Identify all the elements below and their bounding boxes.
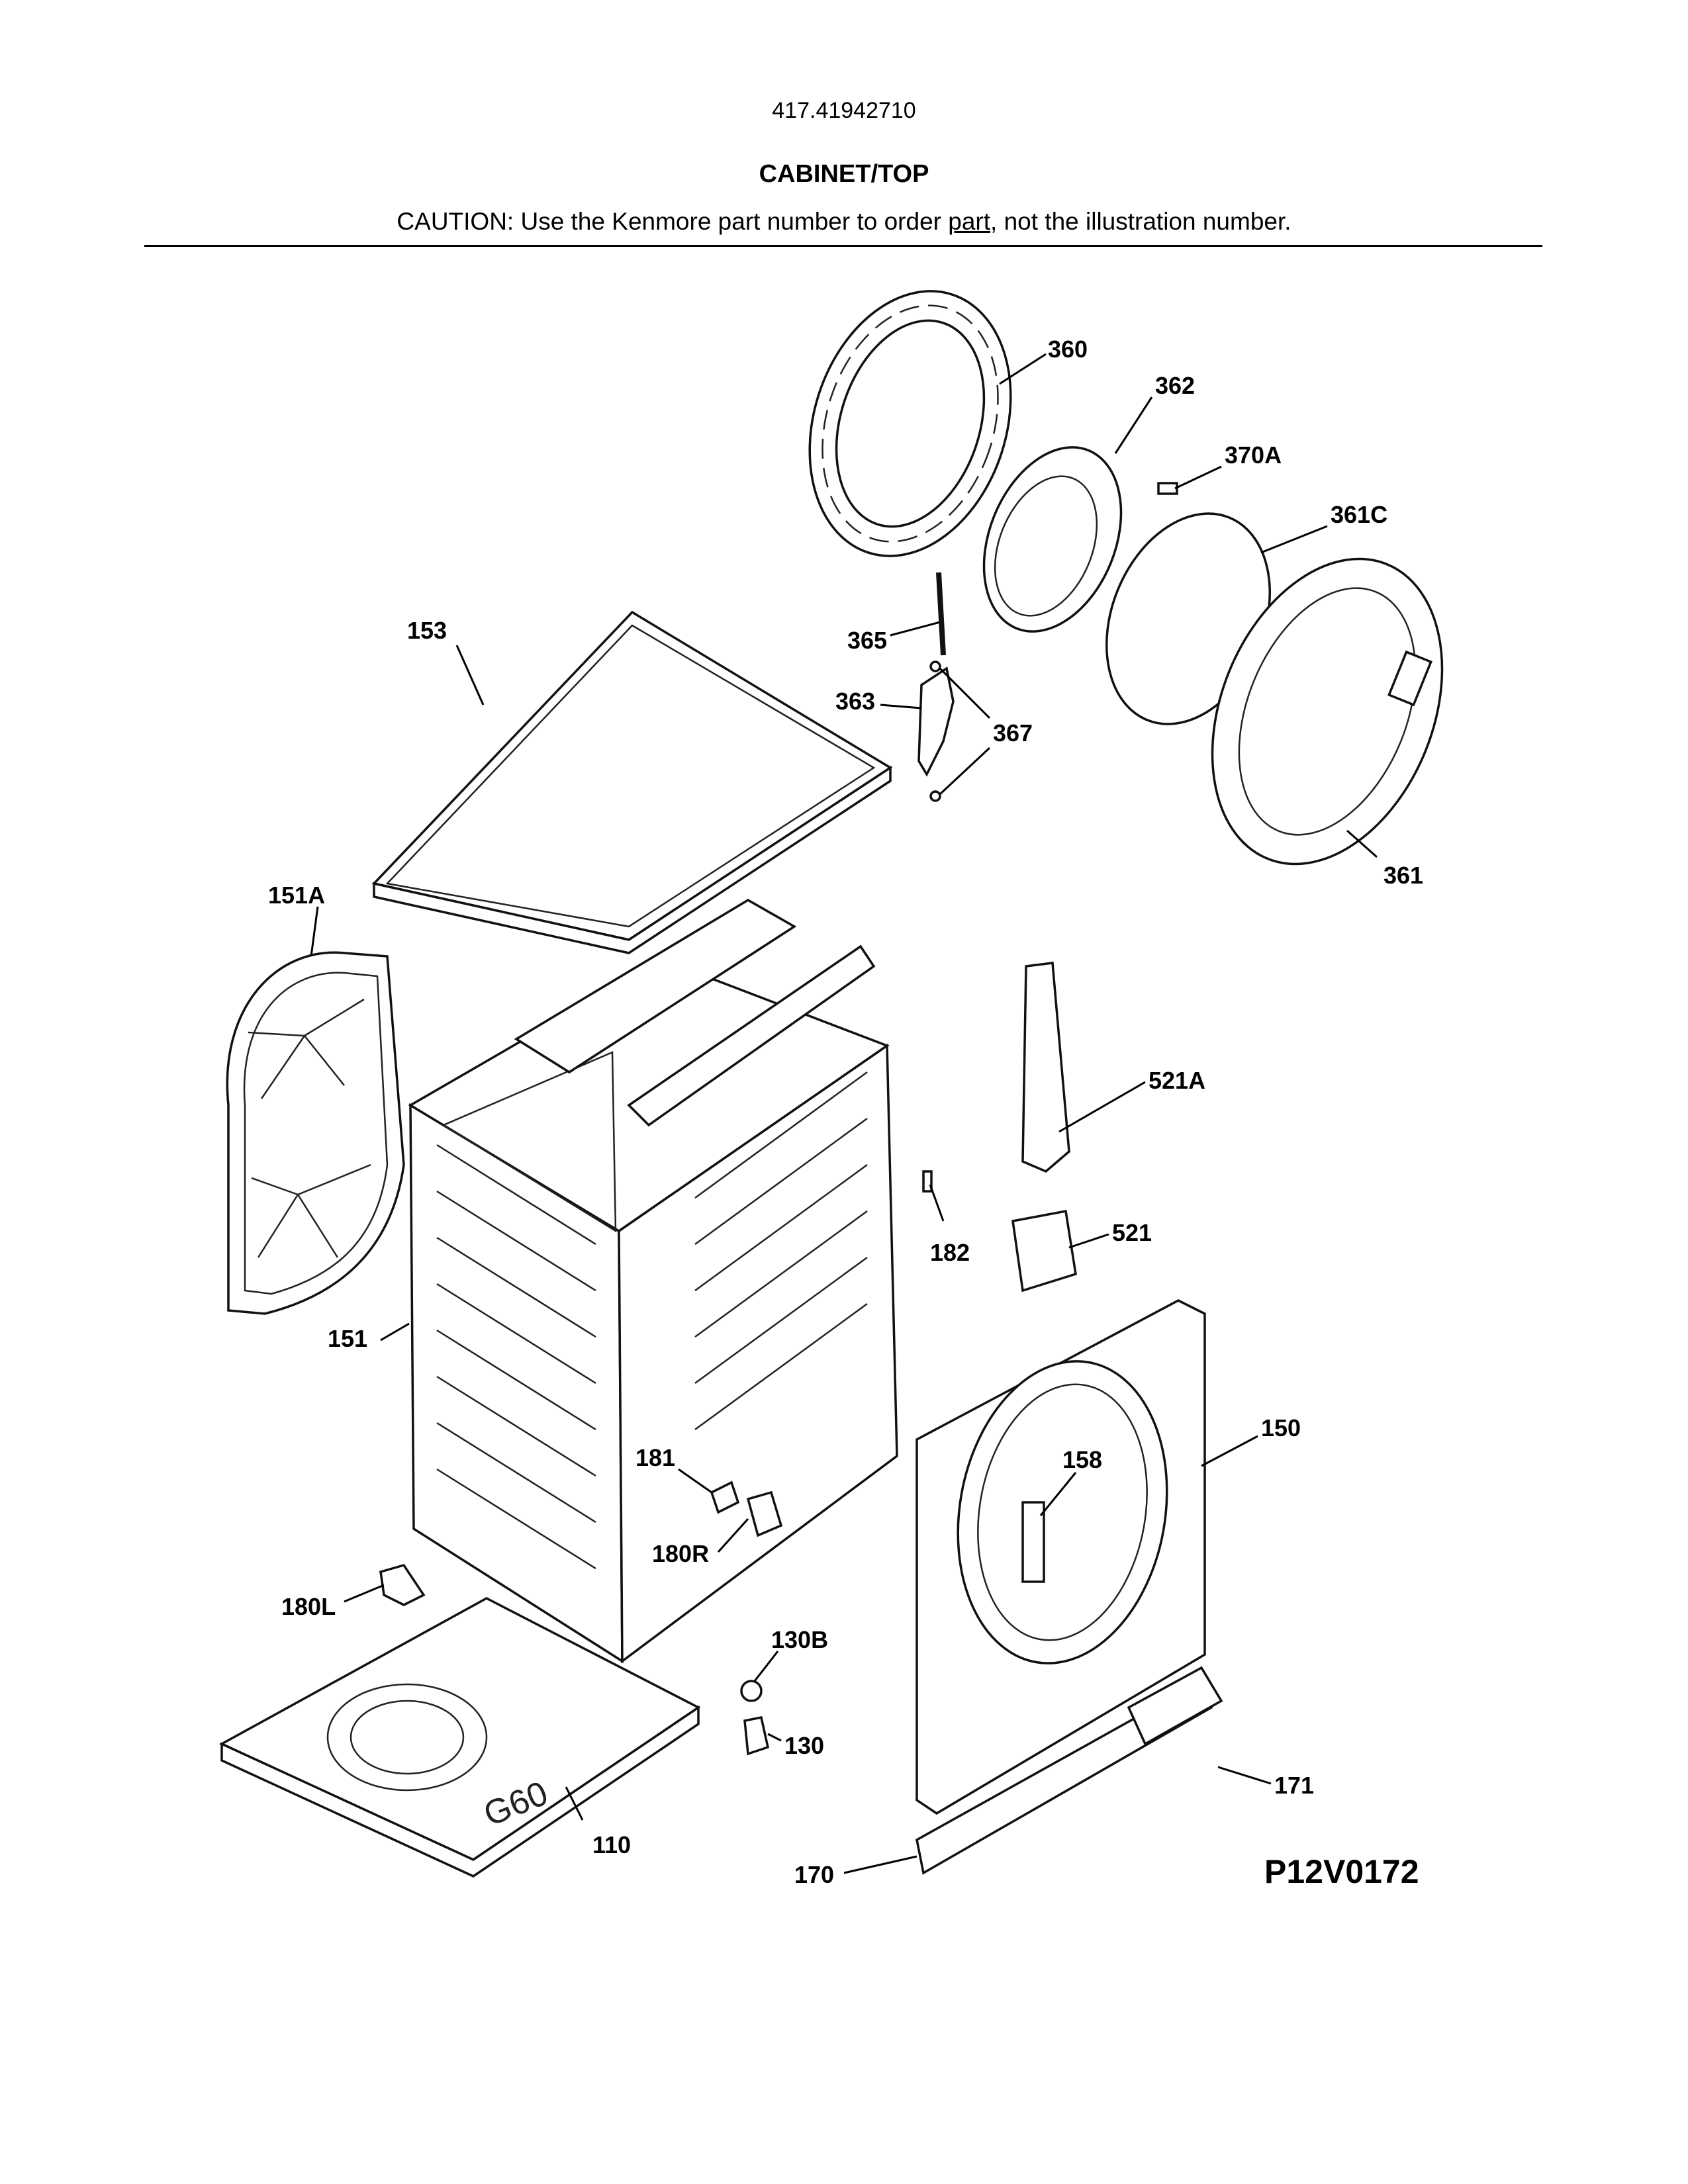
callout-363: 363 [835, 688, 875, 715]
part-367-screw-top[interactable] [929, 660, 941, 672]
part-360-door-outer-frame[interactable] [777, 265, 1044, 582]
part-362-door-glass-bowl[interactable] [959, 427, 1147, 652]
model-number: 417.41942710 [772, 98, 916, 123]
callout-130: 130 [784, 1732, 824, 1759]
part-130B-leg-nut[interactable] [740, 1680, 763, 1702]
callout-361: 361 [1383, 862, 1423, 889]
callout-180R: 180R [652, 1540, 709, 1567]
part-363-hinge[interactable] [917, 666, 955, 777]
part-182-pin[interactable] [922, 1170, 933, 1193]
callout-362: 362 [1155, 372, 1195, 399]
part-367-screw-bottom[interactable] [929, 790, 941, 802]
callout-181: 181 [635, 1444, 675, 1471]
part-365-hinge-pin[interactable] [936, 572, 946, 656]
part-361-door-front[interactable] [1170, 525, 1485, 899]
callout-171: 171 [1274, 1772, 1314, 1799]
illustration-code: P12V0172 [1264, 1853, 1419, 1890]
callout-367: 367 [993, 719, 1033, 747]
part-171-dispenser-handle[interactable] [1127, 1666, 1223, 1746]
part-370A-clip[interactable] [1157, 482, 1178, 495]
callout-182: 182 [930, 1239, 970, 1266]
callout-158: 158 [1062, 1446, 1102, 1473]
section-title: CABINET/TOP [759, 160, 929, 188]
part-158-lock-slot[interactable] [1021, 1501, 1045, 1583]
part-151-cabinet[interactable] [408, 898, 898, 1664]
leader-lines [310, 353, 1378, 1874]
part-180L-foot[interactable] [379, 1563, 426, 1606]
caution-link-part[interactable]: part [948, 208, 991, 235]
part-153-top-panel[interactable] [371, 610, 893, 954]
callout-151A: 151A [268, 882, 325, 909]
part-130-leveling-leg[interactable] [743, 1715, 770, 1756]
part-181-clip[interactable] [710, 1480, 740, 1514]
callout-labels: 360 362 370A 361C 153 365 363 367 361 15… [268, 336, 1423, 1888]
part-150-front-panel[interactable] [915, 1299, 1206, 1815]
callout-130B: 130B [771, 1626, 828, 1653]
callout-365: 365 [847, 627, 887, 654]
callout-150: 150 [1261, 1414, 1301, 1441]
caution-text: CAUTION: Use the Kenmore part number to … [397, 208, 949, 235]
callout-180L: 180L [281, 1593, 336, 1620]
part-521-door-lock[interactable] [1011, 1209, 1077, 1293]
callout-151: 151 [328, 1325, 367, 1352]
callout-521: 521 [1112, 1219, 1152, 1246]
callout-110: 110 [592, 1831, 631, 1858]
callout-521A: 521A [1149, 1067, 1205, 1094]
callout-170: 170 [794, 1861, 834, 1888]
part-151A-back-panel[interactable] [226, 951, 405, 1315]
part-180R-foot[interactable] [746, 1490, 783, 1537]
caution-text-end: , not the illustration number. [990, 208, 1291, 235]
callout-361C: 361C [1331, 501, 1387, 528]
part-110-base[interactable]: G60 [219, 1597, 701, 1878]
callout-360: 360 [1048, 336, 1088, 363]
callout-153: 153 [407, 617, 447, 644]
caution-note: CAUTION: Use the Kenmore part number to … [0, 208, 1688, 236]
part-521A-rail-bracket[interactable] [1021, 962, 1070, 1173]
callout-370A: 370A [1225, 441, 1282, 469]
header-divider [144, 245, 1542, 247]
